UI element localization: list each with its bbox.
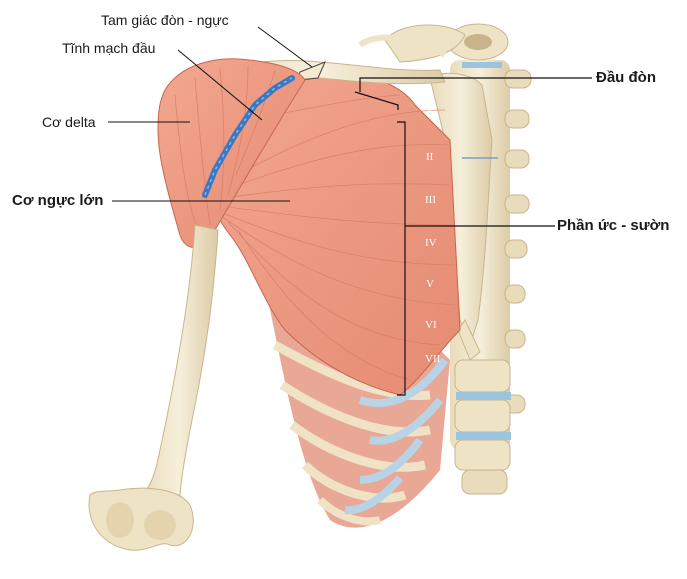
leader-tam-giac [257, 26, 313, 68]
rib-numeral-2: II [426, 151, 434, 163]
rib-numerals: I II III IV V VI VII [425, 102, 441, 365]
label-sternocostal-part: Phần ức - sườn [557, 217, 670, 234]
humerus-distal-end [88, 487, 194, 551]
label-pectoralis-major: Cơ ngực lớn [12, 192, 104, 209]
label-clavicular-head: Đầu đòn [596, 69, 656, 86]
epicondyle [106, 502, 134, 538]
humerus [88, 224, 219, 551]
xiphoid-process [457, 319, 481, 361]
transverse-process [504, 69, 532, 89]
vertebral-foramen [464, 34, 492, 50]
rib-numeral-1: I [428, 102, 432, 114]
rib-numeral-4: IV [425, 237, 437, 249]
transverse-process [504, 109, 530, 129]
transverse-process [504, 194, 530, 214]
transverse-process [504, 329, 526, 349]
label-cephalic-vein: Tĩnh mạch đầu [62, 40, 156, 56]
vertebra [454, 399, 511, 433]
label-deltopectoral-triangle: Tam giác đòn - ngực [101, 12, 229, 28]
intervertebral-disc [462, 62, 502, 68]
transverse-process [504, 239, 528, 259]
costal-cartilage [344, 357, 449, 515]
rib-numeral-3: III [425, 194, 436, 206]
rib-edge [358, 34, 447, 58]
rib-band [289, 421, 426, 472]
label-deltoid: Cơ delta [42, 114, 96, 130]
leader-lines [108, 26, 313, 202]
cephalic-vein-highlight [204, 77, 293, 196]
intervertebral-disc [456, 432, 511, 440]
clavicular-bracket [354, 77, 592, 110]
leader-tinh-mach [177, 49, 263, 121]
vertebra [454, 359, 511, 393]
sternocostal-bracket [397, 121, 555, 396]
vertebra [454, 439, 511, 471]
humerus-shaft [139, 224, 219, 496]
trochlea [144, 510, 176, 540]
rib-numeral-5: V [426, 278, 434, 290]
transverse-process [504, 284, 526, 304]
intervertebral-disc [456, 392, 511, 400]
deltoid-fibers [174, 65, 276, 236]
rib-numeral-6: VI [425, 319, 437, 331]
vertebra [461, 469, 508, 495]
rib-numeral-7: VII [425, 353, 441, 365]
rib-band [317, 497, 381, 526]
transverse-process [504, 149, 530, 169]
deltoid [157, 58, 306, 248]
rib-band [301, 461, 407, 503]
